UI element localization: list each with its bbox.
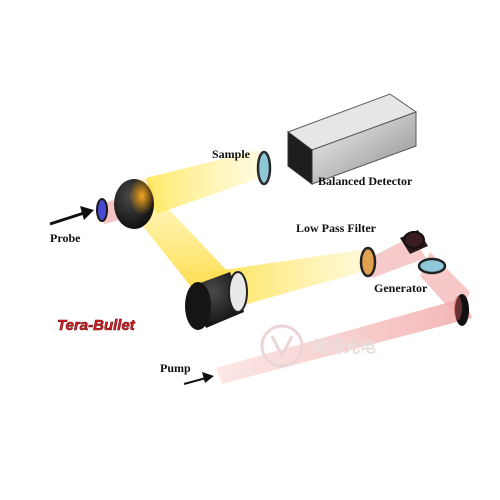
probe-lens xyxy=(96,198,108,222)
logo-text: Tera-Bullet xyxy=(57,317,136,334)
watermark-text: 屹持光电 xyxy=(312,337,376,356)
label-pump: Pump xyxy=(160,361,191,375)
label-sample: Sample xyxy=(212,147,251,161)
sample-lens xyxy=(256,150,272,186)
parabolic-mirror-bottom xyxy=(185,271,248,330)
label-probe: Probe xyxy=(50,231,81,245)
generator-lens xyxy=(417,257,447,275)
label-balanced-detector: Balanced Detector xyxy=(318,174,413,188)
balanced-detector xyxy=(286,93,418,185)
thz-beam-to-sample xyxy=(146,150,266,214)
label-low-pass-filter: Low Pass Filter xyxy=(296,221,377,235)
label-generator: Generator xyxy=(374,281,428,295)
pump-beam xyxy=(216,298,472,384)
pump-mirror xyxy=(454,294,469,326)
watermark: 屹持光电 xyxy=(260,324,376,368)
thz-beam-low-segment xyxy=(210,250,368,310)
pump-arrow xyxy=(183,372,214,385)
probe-arrow xyxy=(49,206,94,226)
thz-beam-vertical-segment xyxy=(122,196,236,298)
parabolic-mirror-top xyxy=(114,177,155,229)
generator-crystal xyxy=(400,230,428,254)
tera-bullet-logo: Tera-Bullet xyxy=(57,317,136,335)
low-pass-filter xyxy=(359,246,377,278)
